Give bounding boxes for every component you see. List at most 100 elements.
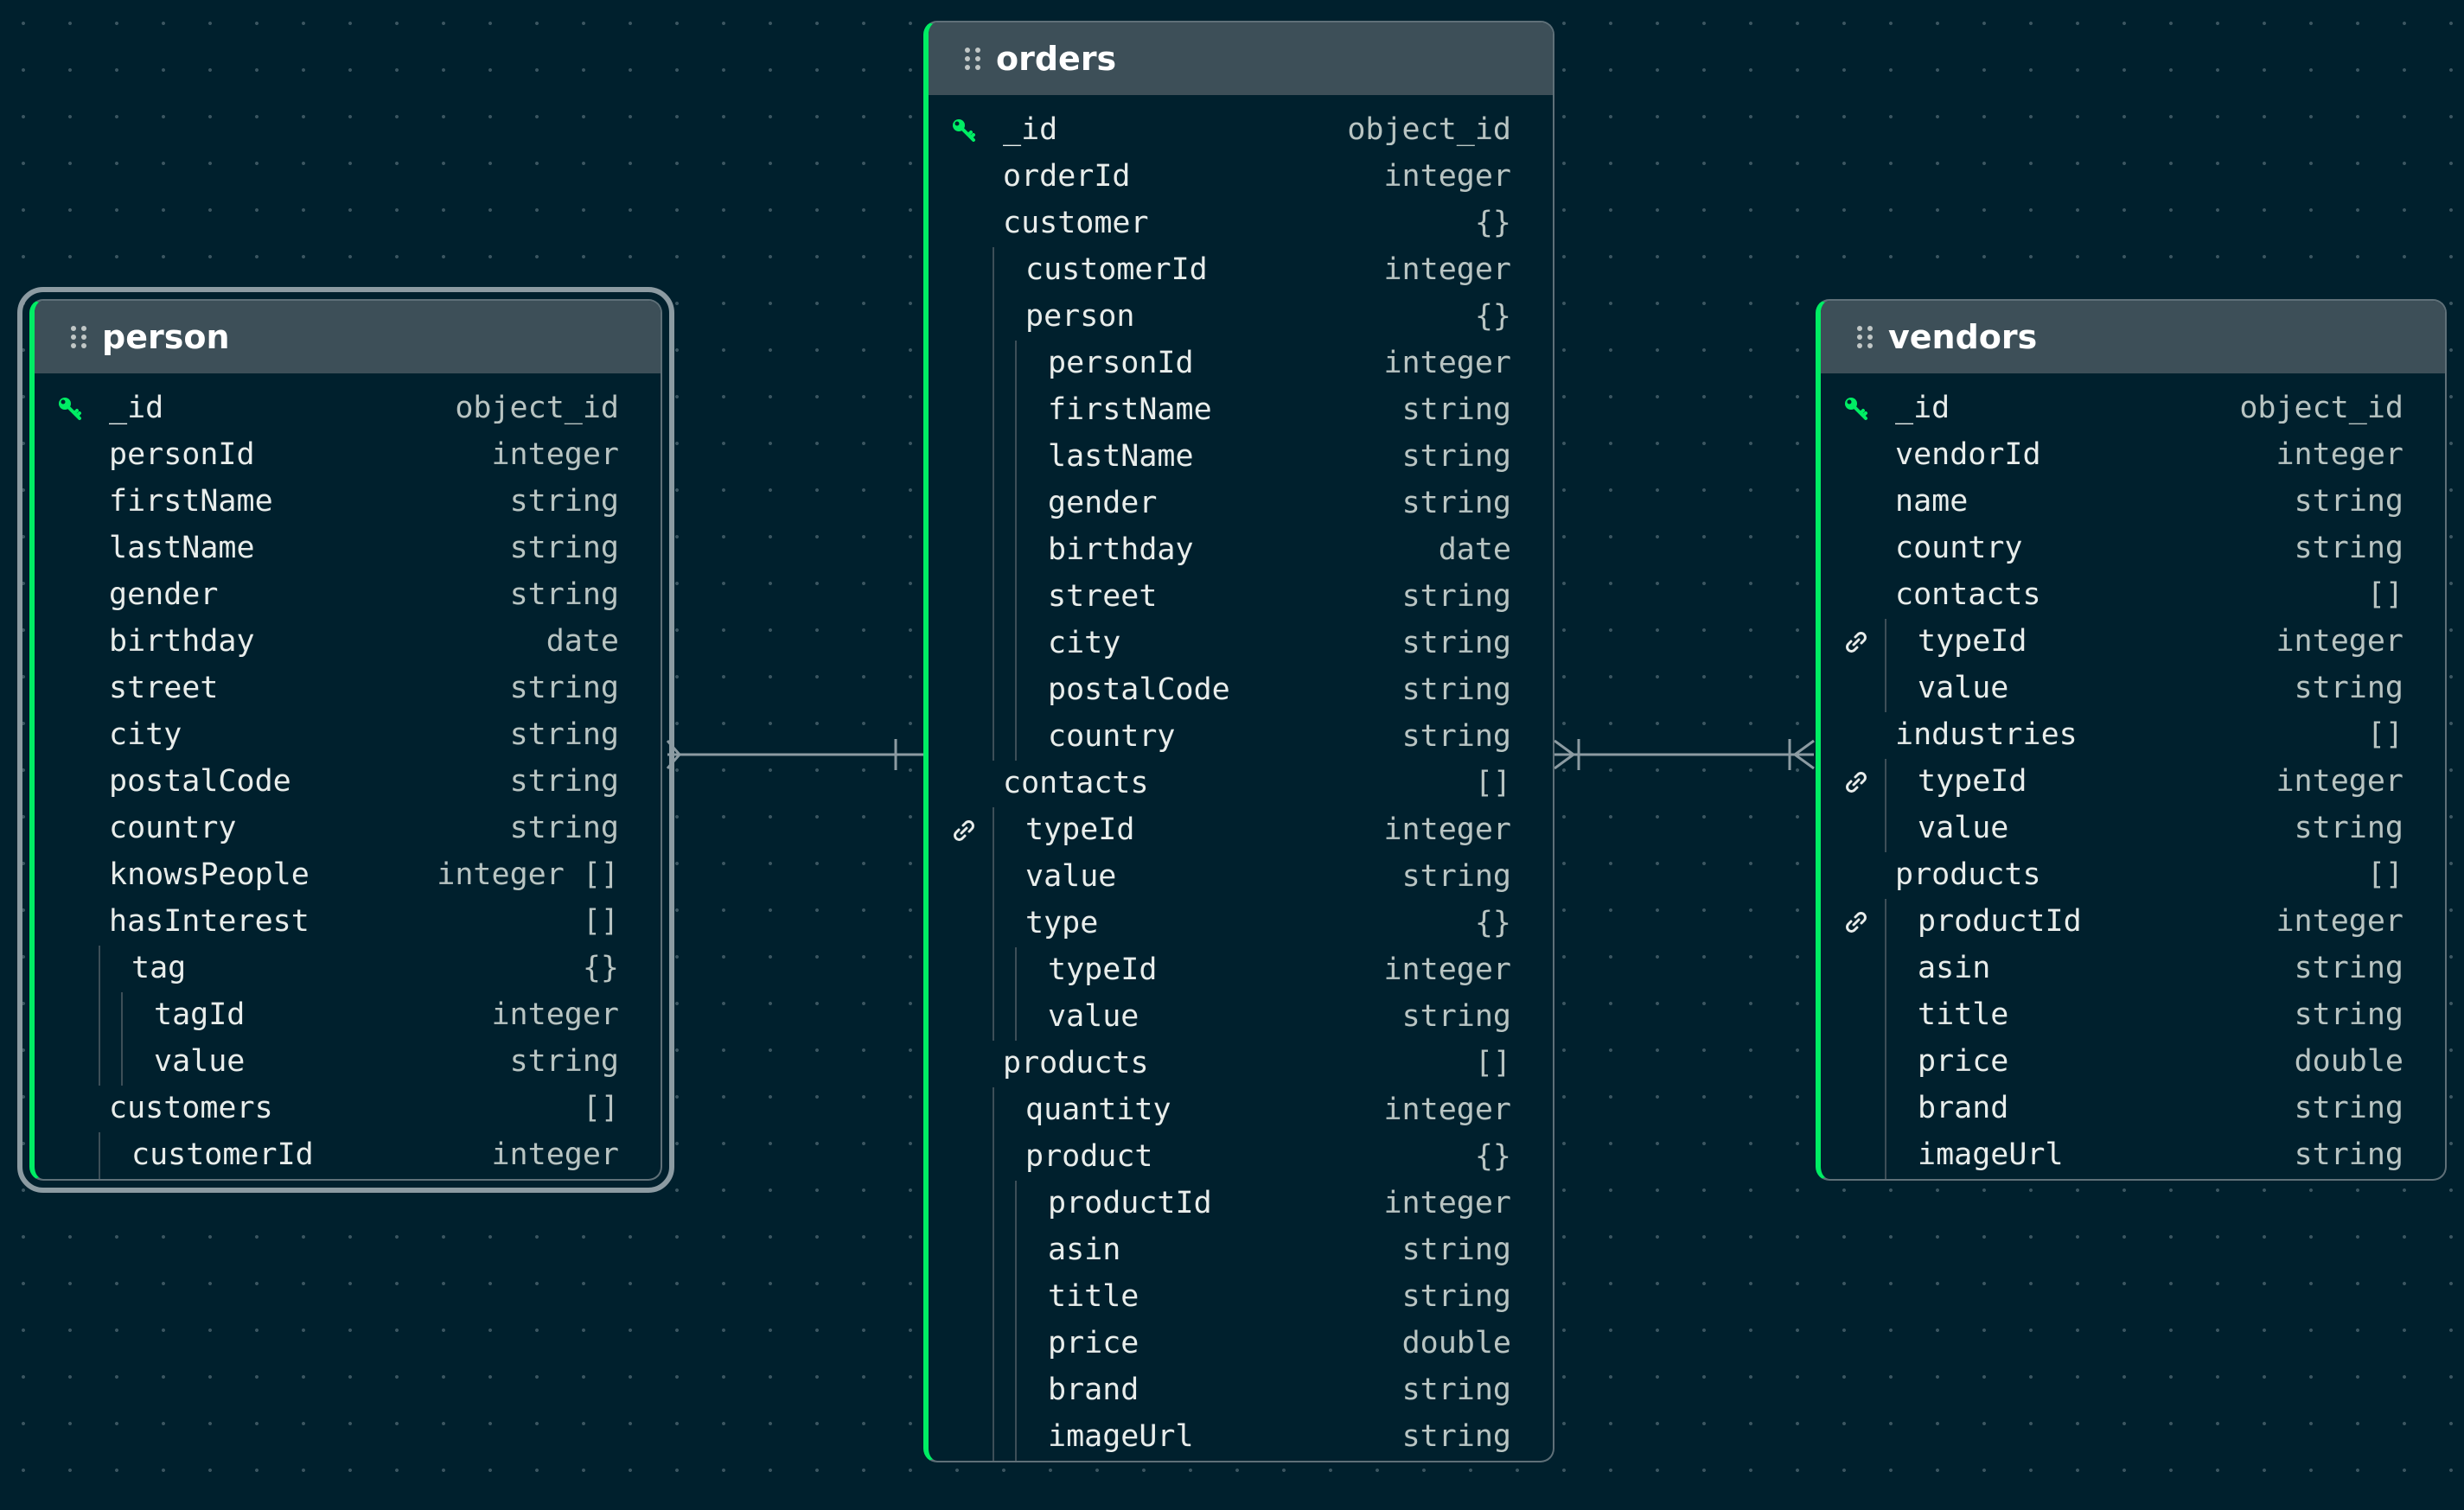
field-type: string	[1401, 999, 1511, 1034]
drag-handle-icon[interactable]	[69, 324, 88, 350]
field-type: double	[1401, 1326, 1511, 1360]
nesting-guide	[1885, 1039, 1886, 1086]
field-name: value	[1048, 999, 1139, 1034]
field-row[interactable]: hasInterest[]	[35, 899, 661, 946]
nesting-guide	[993, 341, 994, 387]
field-name: industries	[1895, 717, 2078, 752]
field-row[interactable]: tag{}	[35, 946, 661, 992]
nesting-guide	[993, 1414, 994, 1461]
key-icon	[953, 119, 975, 142]
field-type: integer	[1383, 812, 1511, 847]
nesting-guide	[993, 481, 994, 527]
nesting-guide	[993, 714, 994, 761]
field-name: customerId	[131, 1137, 314, 1172]
field-row[interactable]: products[]	[1821, 852, 2445, 899]
nesting-guide	[993, 1227, 994, 1274]
drag-handle-icon[interactable]	[1855, 324, 1874, 350]
nesting-guide	[1015, 1227, 1017, 1274]
field-row[interactable]: type{}	[929, 901, 1553, 947]
field-name: value	[1918, 811, 2009, 845]
key-icon	[59, 398, 81, 420]
field-type: integer	[1383, 346, 1511, 380]
field-row[interactable]: product{}	[929, 1134, 1553, 1181]
field-name: personId	[109, 437, 255, 472]
field-row[interactable]: products[]	[929, 1041, 1553, 1087]
table-header[interactable]: orders	[929, 22, 1553, 95]
table-header[interactable]: vendors	[1821, 301, 2445, 373]
field-type: string	[1401, 1279, 1511, 1314]
field-name: value	[154, 1044, 246, 1079]
field-name: lastName	[109, 531, 255, 565]
field-row[interactable]: value string	[929, 994, 1553, 1041]
field-row[interactable]: contacts[]	[1821, 572, 2445, 619]
field-name: _id	[109, 391, 164, 425]
nesting-guide	[993, 1274, 994, 1321]
field-name: vendorId	[1895, 437, 2041, 472]
drag-handle-icon[interactable]	[963, 46, 982, 72]
field-row[interactable]: customers[]	[35, 1086, 661, 1132]
field-row[interactable]: contacts[]	[929, 761, 1553, 807]
nesting-guide	[1015, 434, 1017, 481]
field-type: object_id	[1347, 112, 1511, 147]
field-name: products	[1895, 857, 2041, 892]
table-header[interactable]: person	[35, 301, 661, 373]
field-row[interactable]: customer{}	[929, 201, 1553, 247]
field-row[interactable]: industries[]	[1821, 712, 2445, 759]
field-row[interactable]: person{}	[929, 294, 1553, 341]
field-name: lastName	[1048, 439, 1194, 474]
